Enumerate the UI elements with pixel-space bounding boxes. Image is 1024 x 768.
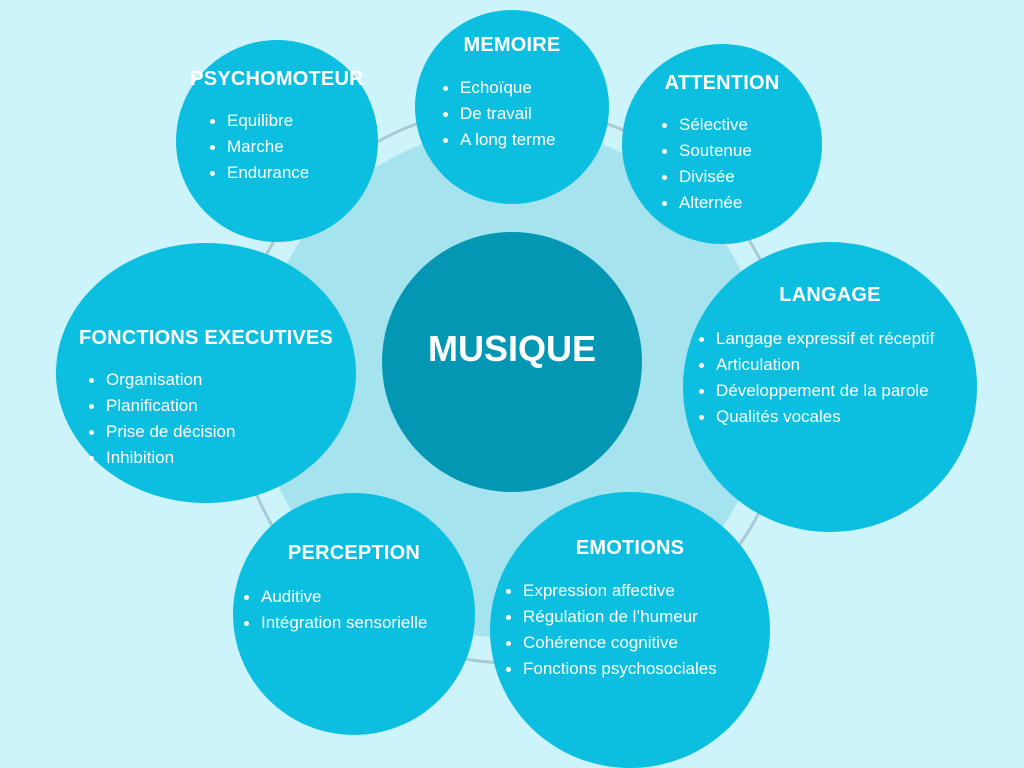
list-item: Organisation	[86, 367, 235, 393]
list-item: Auditive	[241, 584, 427, 610]
node-title: LANGAGE	[779, 284, 881, 306]
list-item: Alternée	[659, 190, 752, 216]
list-item: Marche	[207, 134, 309, 160]
node-items: Langage expressif et réceptif Articulati…	[696, 326, 934, 430]
list-item: Endurance	[207, 160, 309, 186]
node-items: Organisation Planification Prise de déci…	[86, 367, 235, 471]
list-item: Sélective	[659, 112, 752, 138]
list-item: Développement de la parole	[696, 378, 934, 404]
list-item: Prise de décision	[86, 419, 235, 445]
node-title: PSYCHOMOTEUR	[190, 68, 364, 90]
node-psychomoteur: PSYCHOMOTEUR Equilibre Marche Endurance	[176, 40, 378, 242]
node-emotions: EMOTIONS Expression affective Régulation…	[490, 492, 770, 768]
node-items: Sélective Soutenue Divisée Alternée	[659, 112, 752, 216]
list-item: Equilibre	[207, 108, 309, 134]
node-attention: ATTENTION Sélective Soutenue Divisée Alt…	[622, 44, 822, 244]
list-item: Soutenue	[659, 138, 752, 164]
list-item: Inhibition	[86, 445, 235, 471]
node-memoire: MEMOIRE Echoïque De travail A long terme	[415, 10, 609, 204]
node-title: EMOTIONS	[575, 537, 685, 559]
list-item: Echoïque	[440, 75, 555, 101]
node-title: MEMOIRE	[463, 34, 561, 56]
node-langage: LANGAGE Langage expressif et réceptif Ar…	[683, 242, 977, 532]
list-item: Fonctions psychosociales	[503, 656, 717, 682]
list-item: Langage expressif et réceptif	[696, 326, 934, 352]
node-title: FONCTIONS EXECUTIVES	[78, 327, 334, 349]
node-items: Equilibre Marche Endurance	[207, 108, 309, 186]
node-title: ATTENTION	[664, 72, 780, 94]
node-items: Auditive Intégration sensorielle	[241, 584, 427, 636]
list-item: De travail	[440, 101, 555, 127]
list-item: Expression affective	[503, 578, 717, 604]
list-item: Divisée	[659, 164, 752, 190]
node-center-musique: MUSIQUE	[382, 232, 642, 492]
center-title: MUSIQUE	[427, 328, 596, 369]
list-item: Planification	[86, 393, 235, 419]
node-items: Expression affective Régulation de l’hum…	[503, 578, 717, 682]
list-item: Cohérence cognitive	[503, 630, 717, 656]
node-perception: PERCEPTION Auditive Intégration sensorie…	[233, 493, 475, 735]
node-items: Echoïque De travail A long terme	[440, 75, 555, 153]
node-title: PERCEPTION	[287, 542, 421, 564]
node-fonctions-executives: FONCTIONS EXECUTIVES Organisation Planif…	[56, 243, 356, 503]
list-item: Intégration sensorielle	[241, 610, 427, 636]
list-item: A long terme	[440, 127, 555, 153]
list-item: Régulation de l’humeur	[503, 604, 717, 630]
list-item: Articulation	[696, 352, 934, 378]
list-item: Qualités vocales	[696, 404, 934, 430]
